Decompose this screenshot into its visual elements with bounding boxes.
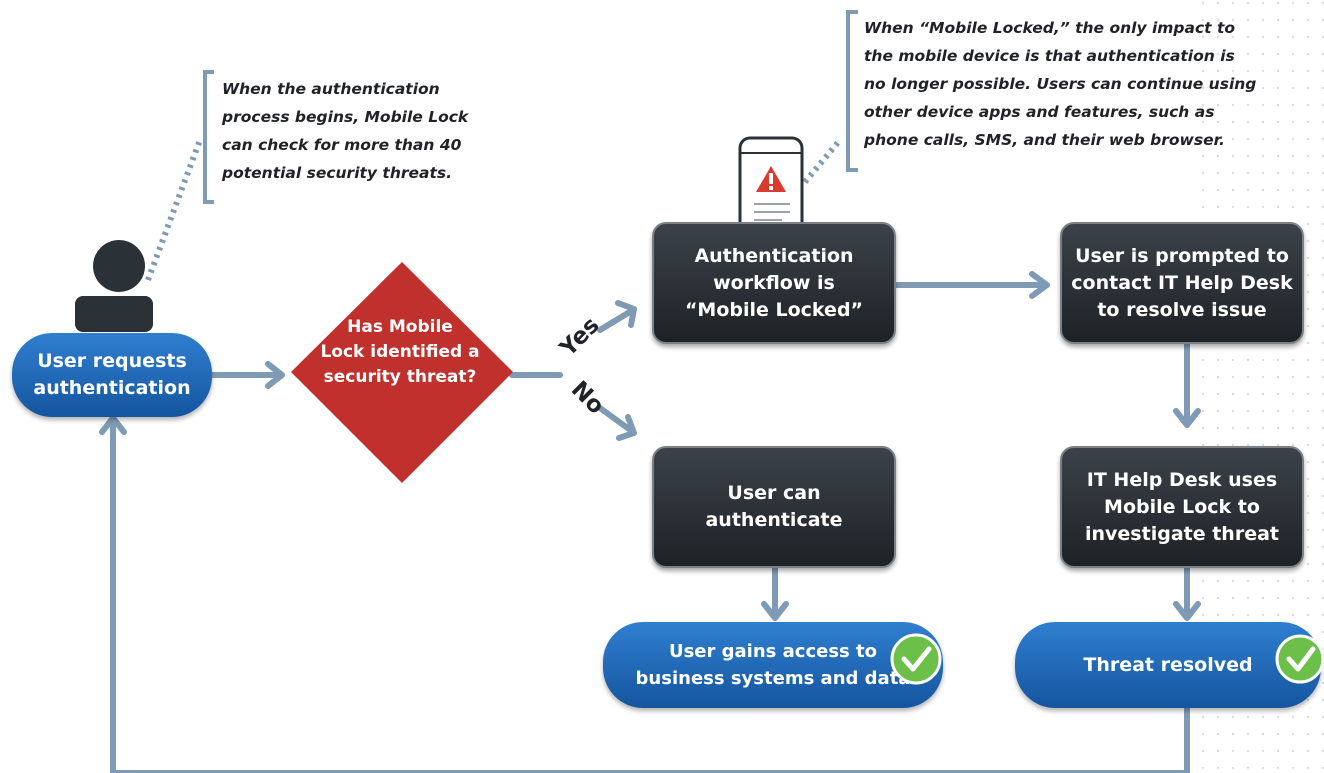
leader-lock-note [802,138,843,184]
helpdesk-node: IT Help Desk uses Mobile Lock to investi… [1060,446,1304,568]
bracket-lock-note [846,10,858,172]
resolved-node: Threat resolved [1015,622,1321,708]
prompted-node: User is prompted to contact IT Help Desk… [1060,222,1304,344]
arrowhead-access [761,601,789,621]
arrowhead-no [616,414,637,441]
arrowhead-helpdesk [1173,408,1201,428]
arrow-yes [597,307,636,333]
start-note: When the authentication process begins, … [222,80,469,182]
bracket-start-note [203,70,214,204]
decision-diamond [291,262,513,483]
locked-node: Authentication workflow is “Mobile Locke… [652,222,896,344]
phone-warning-icon [738,136,804,250]
can-authenticate-node: User can authenticate [652,446,896,568]
arrowhead-prompted [1029,271,1050,299]
checkmark-icon [1275,634,1324,684]
arrowhead-resolved [1173,601,1201,621]
checkmark-icon [890,633,942,685]
lock-note: When “Mobile Locked,” the only impact to… [864,19,1257,149]
arrowhead-decision [265,361,285,389]
arrow-no [597,405,636,435]
leader-start-note [145,138,203,282]
start-node: User requests authentication [12,333,212,417]
arrowhead-start [99,415,127,435]
decision-label: Has Mobile Lock identified a security th… [320,317,480,387]
arrow-loop-back [110,417,1190,773]
user-silhouette-icon [75,240,153,332]
arrowhead-yes [615,300,637,328]
